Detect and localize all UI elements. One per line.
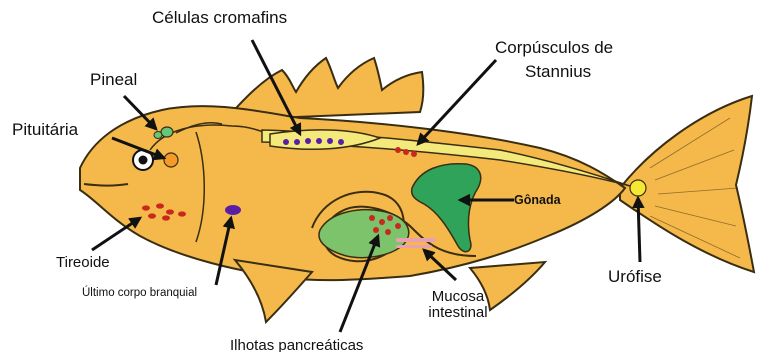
label-celulas-cromafins: Células cromafins <box>152 8 287 28</box>
urophysis-gland <box>630 180 646 196</box>
label-pineal: Pineal <box>90 70 137 90</box>
intestinal-mucosa <box>396 238 436 242</box>
label-corpusculos-line2: Stannius <box>525 62 591 82</box>
label-gonada: Gônada <box>514 193 561 207</box>
label-tireoide: Tireoide <box>56 254 110 271</box>
intestinal-mucosa-2 <box>396 245 432 248</box>
label-pituitaria: Pituitária <box>12 120 78 140</box>
arrow-urofise <box>638 198 640 262</box>
pancreas-region <box>319 210 409 258</box>
label-ultimo-corpo: Último corpo branquial <box>82 287 197 300</box>
pituitary-gland <box>164 153 178 167</box>
label-mucosa-line2: intestinal <box>420 304 496 321</box>
pineal-gland-2 <box>154 132 162 139</box>
eye-pupil <box>139 156 148 165</box>
ultimobranchial-body <box>225 205 241 215</box>
pelvic-fin <box>235 260 312 322</box>
pineal-gland <box>161 127 173 137</box>
label-ilhotas: Ilhotas pancreáticas <box>230 337 363 352</box>
label-corpusculos-line1: Corpúsculos de <box>495 38 613 58</box>
arrow-corpusculos <box>418 60 496 144</box>
arrow-tireoide <box>92 218 140 250</box>
label-urofise: Urófise <box>608 267 662 287</box>
label-mucosa-line1: Mucosa <box>426 288 490 305</box>
